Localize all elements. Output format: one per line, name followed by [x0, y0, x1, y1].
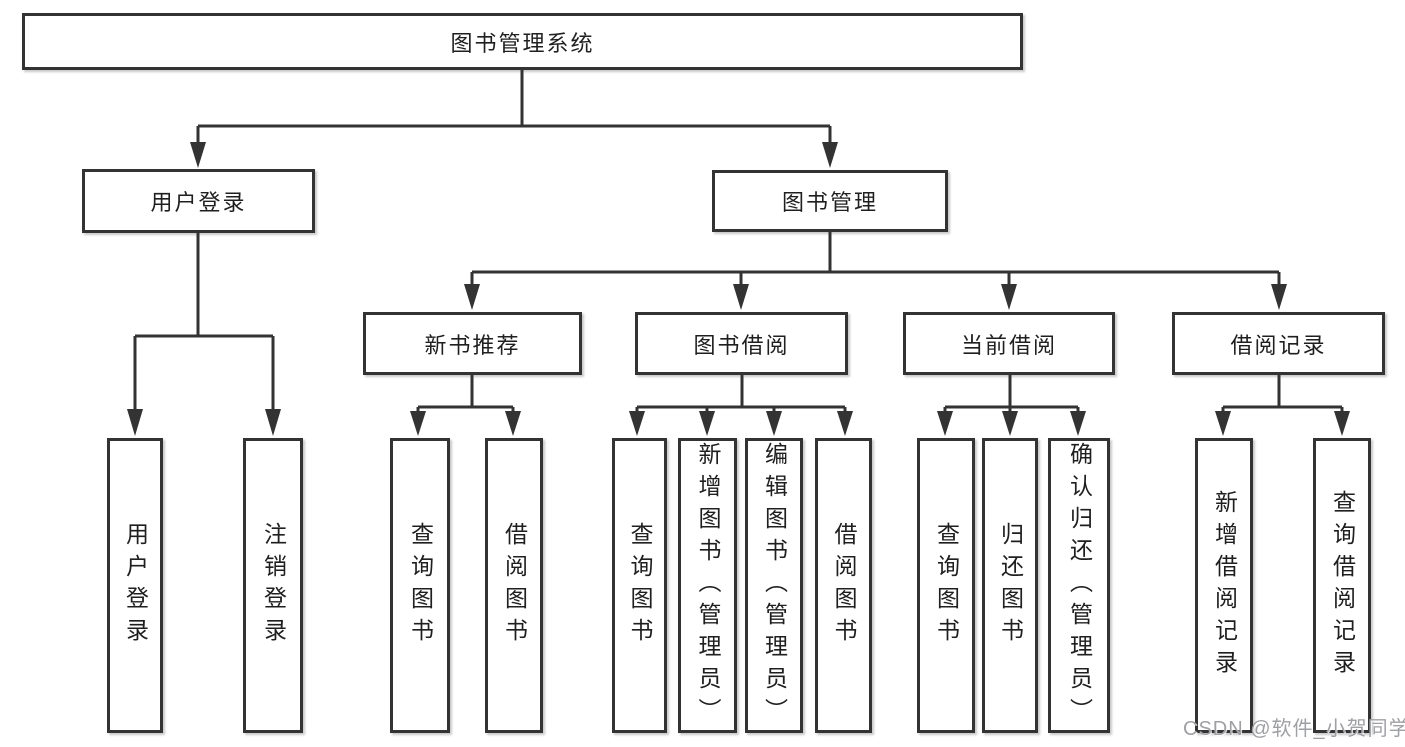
node-nb-query-books-label: 查询图书	[407, 521, 434, 650]
node-bb-borrow-books: 借阅图书	[815, 438, 872, 733]
node-book-management-label: 图书管理	[781, 190, 878, 215]
node-nb-borrow-books-label: 借阅图书	[501, 521, 528, 650]
node-book-management: 图书管理	[712, 170, 948, 232]
node-cb-query-books: 查询图书	[917, 438, 975, 733]
node-bb-borrow-books-label: 借阅图书	[831, 521, 857, 650]
node-cb-confirm-return-label: 确认归还（管理员）	[1066, 441, 1093, 730]
node-bb-add-books: 新增图书（管理员）	[678, 438, 737, 733]
node-borrowing-records-label: 借阅记录	[1230, 332, 1327, 358]
node-borrowing-records: 借阅记录	[1172, 312, 1385, 375]
node-book-borrowing: 图书借阅	[635, 312, 848, 375]
node-logout: 注销登录	[243, 438, 303, 733]
node-bb-add-books-label: 新增图书（管理员）	[695, 441, 721, 730]
node-nb-query-books: 查询图书	[390, 438, 450, 733]
node-nb-borrow-books: 借阅图书	[485, 438, 543, 733]
node-cb-return-books: 归还图书	[982, 438, 1038, 733]
node-logout-label: 注销登录	[260, 521, 287, 650]
node-cb-query-books-label: 查询图书	[933, 521, 960, 650]
node-user-login-label: 用户登录	[150, 190, 247, 215]
node-library-system: 图书管理系统	[22, 13, 1023, 70]
node-br-query-record: 查询借阅记录	[1313, 438, 1371, 733]
node-new-book-recommend-label: 新书推荐	[424, 332, 521, 358]
node-user-login-action-label: 用户登录	[122, 521, 149, 650]
node-bb-edit-books: 编辑图书（管理员）	[745, 438, 803, 733]
node-user-login: 用户登录	[82, 169, 315, 233]
node-cb-return-books-label: 归还图书	[997, 521, 1024, 650]
node-br-query-record-label: 查询借阅记录	[1329, 489, 1356, 682]
node-bb-query-books-label: 查询图书	[627, 521, 653, 650]
node-bb-edit-books-label: 编辑图书（管理员）	[761, 441, 788, 730]
node-current-borrowing: 当前借阅	[903, 312, 1115, 375]
node-new-book-recommend: 新书推荐	[363, 312, 582, 375]
node-library-system-label: 图书管理系统	[450, 30, 595, 56]
node-book-borrowing-label: 图书借阅	[693, 332, 790, 358]
node-bb-query-books: 查询图书	[612, 438, 667, 733]
node-current-borrowing-label: 当前借阅	[960, 332, 1057, 358]
node-cb-confirm-return: 确认归还（管理员）	[1048, 438, 1110, 733]
node-user-login-action: 用户登录	[107, 438, 163, 733]
node-br-add-record: 新增借阅记录	[1195, 438, 1253, 733]
node-br-add-record-label: 新增借阅记录	[1211, 489, 1238, 682]
csdn-watermark: CSDN @软件_小贺同学	[1183, 718, 1405, 740]
